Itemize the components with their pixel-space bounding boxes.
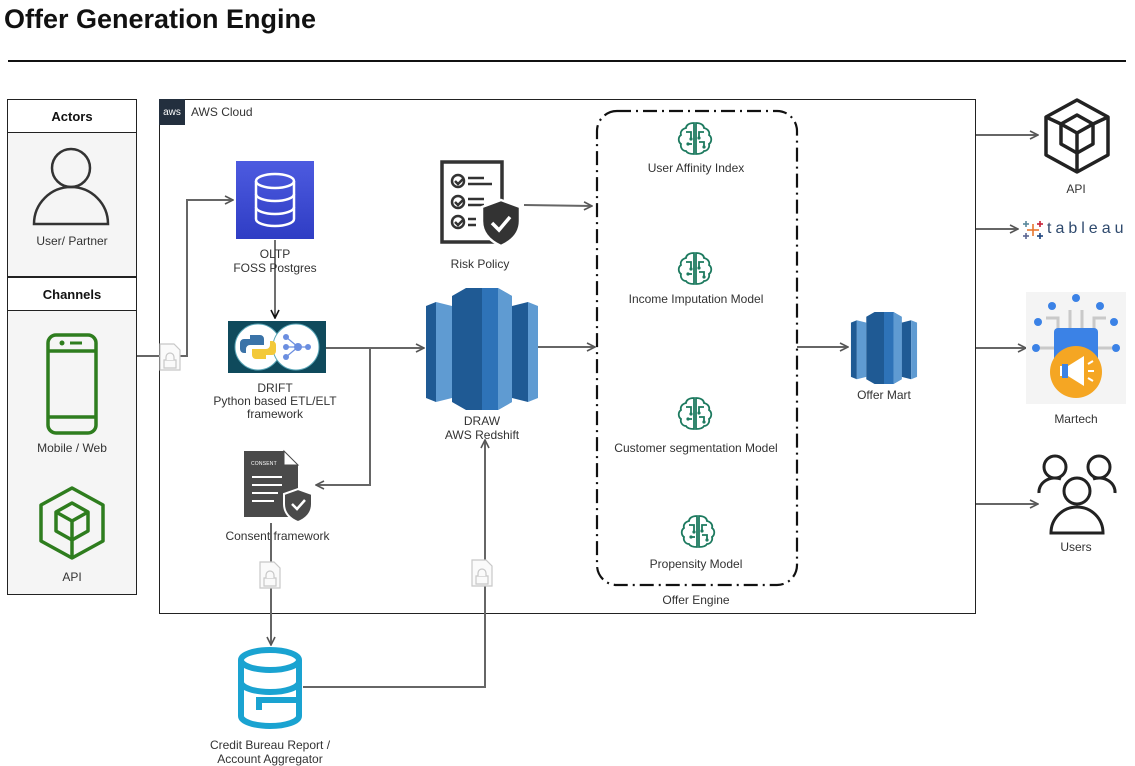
output-users-label: Users — [1060, 540, 1092, 554]
tableau-wordmark: tableau — [1047, 220, 1128, 237]
actors-panel: Actors — [7, 99, 137, 277]
oltp-label-2: FOSS Postgres — [233, 261, 317, 275]
risk-policy-label: Risk Policy — [450, 257, 510, 271]
model-label: Income Imputation Model — [628, 292, 764, 306]
draw-label-1: DRAW — [463, 414, 501, 428]
channels-panel: Channels — [7, 277, 137, 595]
edge-risk-to-engine — [523, 205, 592, 206]
output-api-label: API — [1066, 182, 1086, 196]
drift-label-3: framework — [246, 407, 303, 421]
mobile-phone-icon — [46, 333, 98, 435]
model-label: User Affinity Index — [647, 161, 745, 175]
aws-logo-icon: aws — [159, 99, 185, 125]
user-icon — [32, 147, 110, 226]
model-label: Propensity Model — [649, 557, 743, 571]
tableau-logo-icon: tableau — [1022, 219, 1132, 241]
consent-badge-text: CONSENT — [251, 461, 277, 467]
martech-megaphone-icon — [1026, 292, 1126, 404]
redshift-icon — [426, 288, 538, 410]
python-etl-icon — [228, 321, 326, 373]
encrypted-file-icon — [159, 343, 181, 371]
aws-cloud-label: AWS Cloud — [191, 105, 253, 119]
channel-api-label: API — [62, 570, 82, 584]
offer-engine-boundary — [595, 109, 799, 587]
drift-label-1: DRIFT — [257, 381, 293, 395]
model-label: Customer segmentation Model — [614, 441, 778, 455]
api-cube-icon — [39, 486, 105, 560]
redshift-icon — [850, 312, 918, 384]
consent-label: Consent framework — [225, 529, 330, 543]
channels-header: Channels — [8, 278, 136, 311]
edge-drift-to-consent — [316, 348, 371, 485]
database-icon — [236, 161, 314, 239]
draw-label-2: AWS Redshift — [444, 428, 520, 442]
edge-channels-to-oltp — [137, 200, 233, 357]
consent-document-icon — [244, 449, 313, 523]
channel-mobile-label: Mobile / Web — [37, 441, 107, 455]
ai-brain-icon — [677, 397, 713, 430]
offer-engine-label: Offer Engine — [662, 593, 730, 607]
output-martech-label: Martech — [1054, 412, 1098, 426]
actors-header: Actors — [8, 100, 136, 133]
offer-mart-label: Offer Mart — [857, 388, 911, 402]
actor-user-label: User/ Partner — [36, 234, 108, 248]
ai-brain-icon — [677, 122, 713, 155]
encrypted-file-icon — [259, 561, 281, 589]
page-title: Offer Generation Engine — [4, 4, 317, 34]
oltp-label-1: OLTP — [259, 247, 291, 261]
drift-label-2: Python based ETL/ELT — [213, 394, 337, 408]
users-group-icon — [1037, 454, 1117, 535]
database-icon — [238, 647, 302, 729]
edge-credit-to-draw — [303, 440, 485, 688]
checklist-shield-icon — [440, 160, 522, 248]
ai-brain-icon — [677, 252, 713, 285]
credit-label-1: Credit Bureau Report / — [209, 738, 331, 752]
title-divider — [8, 60, 1126, 62]
credit-label-2: Account Aggregator — [217, 752, 323, 766]
ai-brain-icon — [680, 515, 716, 548]
api-cube-icon — [1044, 98, 1110, 174]
encrypted-file-icon — [471, 559, 493, 587]
